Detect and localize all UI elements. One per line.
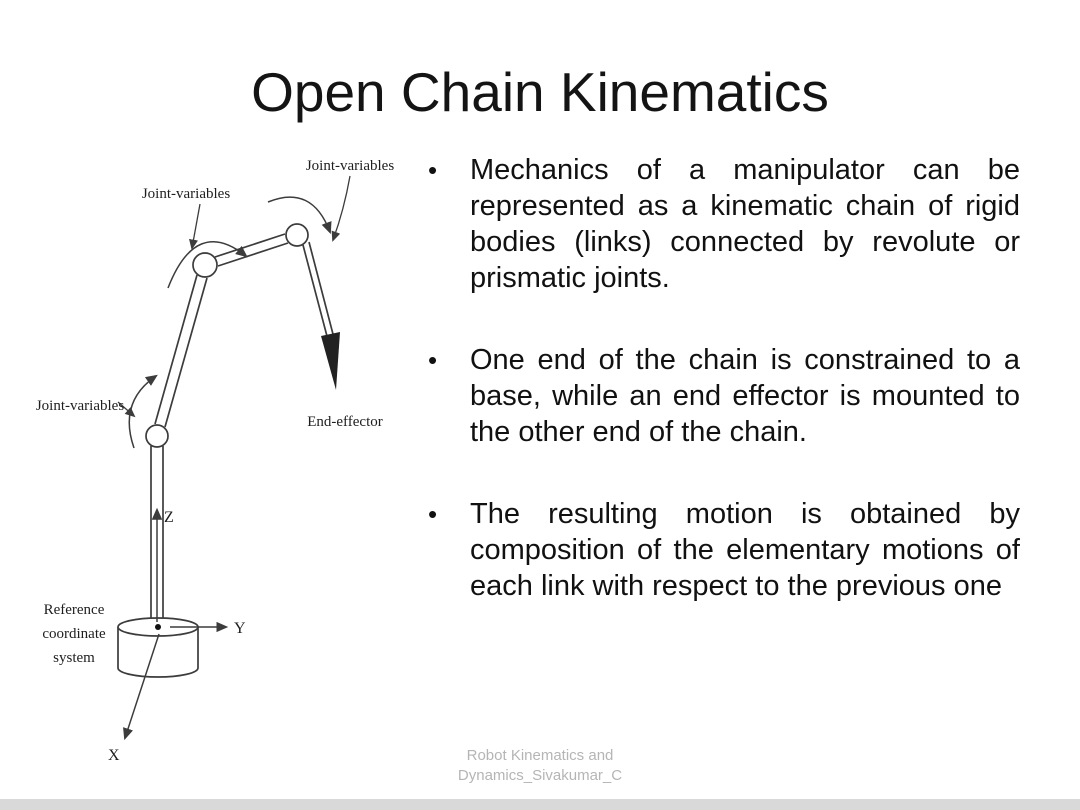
x-axis-arrow: [123, 633, 160, 741]
joint-variables-label-top: Joint-variables: [306, 158, 394, 174]
bullet-item: Mechanics of a manipulator can be repres…: [428, 152, 1020, 296]
joint-circle: [192, 252, 218, 278]
bullet-text: One end of the chain is constrained to a…: [470, 344, 1020, 448]
reference-label-line3: system: [53, 650, 95, 666]
slide-footer: Robot Kinematics and Dynamics_Sivakumar_…: [0, 746, 1080, 786]
reference-label-line1: Reference: [44, 602, 105, 618]
joint3-rotation-arc: [267, 196, 332, 235]
origin-dot: [155, 624, 161, 630]
bullet-text: The resulting motion is obtained by comp…: [470, 498, 1020, 602]
y-axis-label: Y: [234, 620, 246, 637]
joint-variables-label-left: Joint-variables: [36, 398, 124, 414]
bullet-marker: [428, 496, 470, 604]
joint2-rotation-arc: [167, 241, 248, 289]
pointer-left-label: [117, 401, 136, 418]
bullet-text: Mechanics of a manipulator can be repres…: [470, 154, 1020, 294]
bullet-marker: [428, 152, 470, 296]
coordinate-axes: [123, 507, 229, 741]
joint-circle: [145, 424, 169, 448]
manipulator-links: [150, 233, 335, 627]
joint-circle: [285, 223, 309, 247]
end-effector-arrow: [321, 332, 340, 390]
bullet-list: Mechanics of a manipulator can be repres…: [428, 152, 1020, 650]
pointer-mid-label: [189, 203, 201, 250]
joint1-rotation-arc: [128, 374, 158, 449]
page-title: Open Chain Kinematics: [251, 61, 829, 123]
bottom-strip: [0, 799, 1080, 810]
pointer-top-label: [331, 175, 351, 242]
footer-line1: Robot Kinematics and: [466, 747, 614, 764]
bullet-marker: [428, 342, 470, 450]
joint-rotation-arrows: [128, 196, 332, 449]
z-axis-label: Z: [164, 509, 174, 526]
base-cylinder: [117, 617, 199, 678]
label-pointers: [117, 175, 351, 418]
manipulator-diagram: Joint-variables Joint-variables Joint-va…: [36, 158, 394, 764]
joint-variables-label-mid: Joint-variables: [142, 186, 230, 202]
bullet-item: The resulting motion is obtained by comp…: [428, 496, 1020, 604]
bullet-item: One end of the chain is constrained to a…: [428, 342, 1020, 450]
x-axis-label: X: [108, 747, 120, 764]
end-effector-label: End-effector: [307, 414, 383, 430]
reference-label-line2: coordinate: [42, 626, 106, 642]
footer-line2: Dynamics_Sivakumar_C: [457, 767, 623, 784]
joint-circles: [145, 223, 309, 448]
